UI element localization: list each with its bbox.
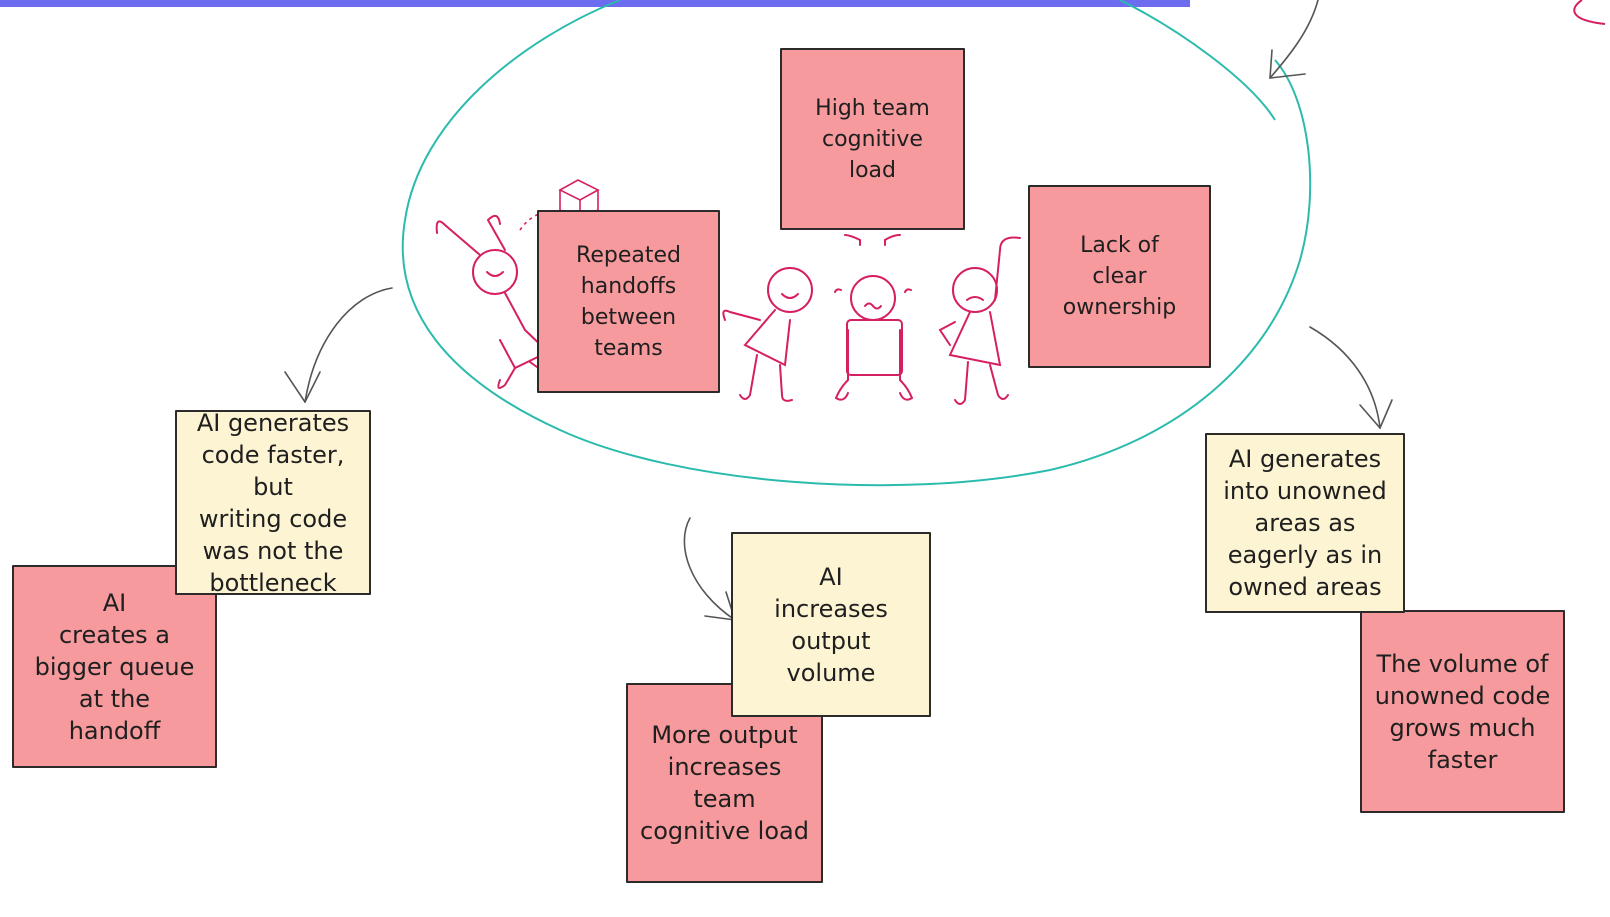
curved-arrow-icon: [1309, 326, 1393, 429]
note-repeated-handoffs: Repeated handoffs between teams: [537, 210, 720, 393]
note-unowned-code-grows: The volume of unowned code grows much fa…: [1360, 610, 1565, 813]
note-ai-increases-output: AI increases output volume: [731, 532, 931, 717]
note-ai-bigger-queue: AI creates a bigger queue at the handoff: [12, 565, 217, 768]
note-ai-generates-faster: AI generates code faster, but writing co…: [175, 409, 371, 597]
top-accent-bar: [0, 0, 1190, 7]
note-text: More output increases team cognitive loa…: [640, 721, 809, 845]
note-lack-of-ownership: Lack of clear ownership: [1028, 185, 1211, 368]
curved-arrow-icon: [1269, 0, 1319, 79]
stick-figure-icon: [938, 236, 1021, 405]
pink-stroke-fragment: [1573, 0, 1606, 25]
note-text: The volume of unowned code grows much fa…: [1374, 649, 1551, 774]
note-ai-unowned-areas: AI generates into unowned areas as eager…: [1205, 433, 1405, 613]
note-high-team-cognitive-load: High team cognitive load: [780, 48, 965, 230]
stick-figure-icon: [722, 267, 813, 402]
note-text: AI generates into unowned areas as eager…: [1223, 445, 1387, 601]
curved-arrow-icon: [683, 517, 736, 621]
note-text: Lack of clear ownership: [1062, 233, 1177, 320]
note-text: High team cognitive load: [815, 95, 930, 183]
note-text: Repeated handoffs between teams: [576, 242, 681, 361]
stick-figure-icon: [834, 234, 914, 401]
note-text: AI increases output volume: [774, 562, 888, 687]
note-text: AI generates code faster, but writing co…: [196, 408, 350, 597]
note-text: AI creates a bigger queue at the handoff: [34, 588, 195, 745]
curved-arrow-icon: [284, 287, 393, 403]
